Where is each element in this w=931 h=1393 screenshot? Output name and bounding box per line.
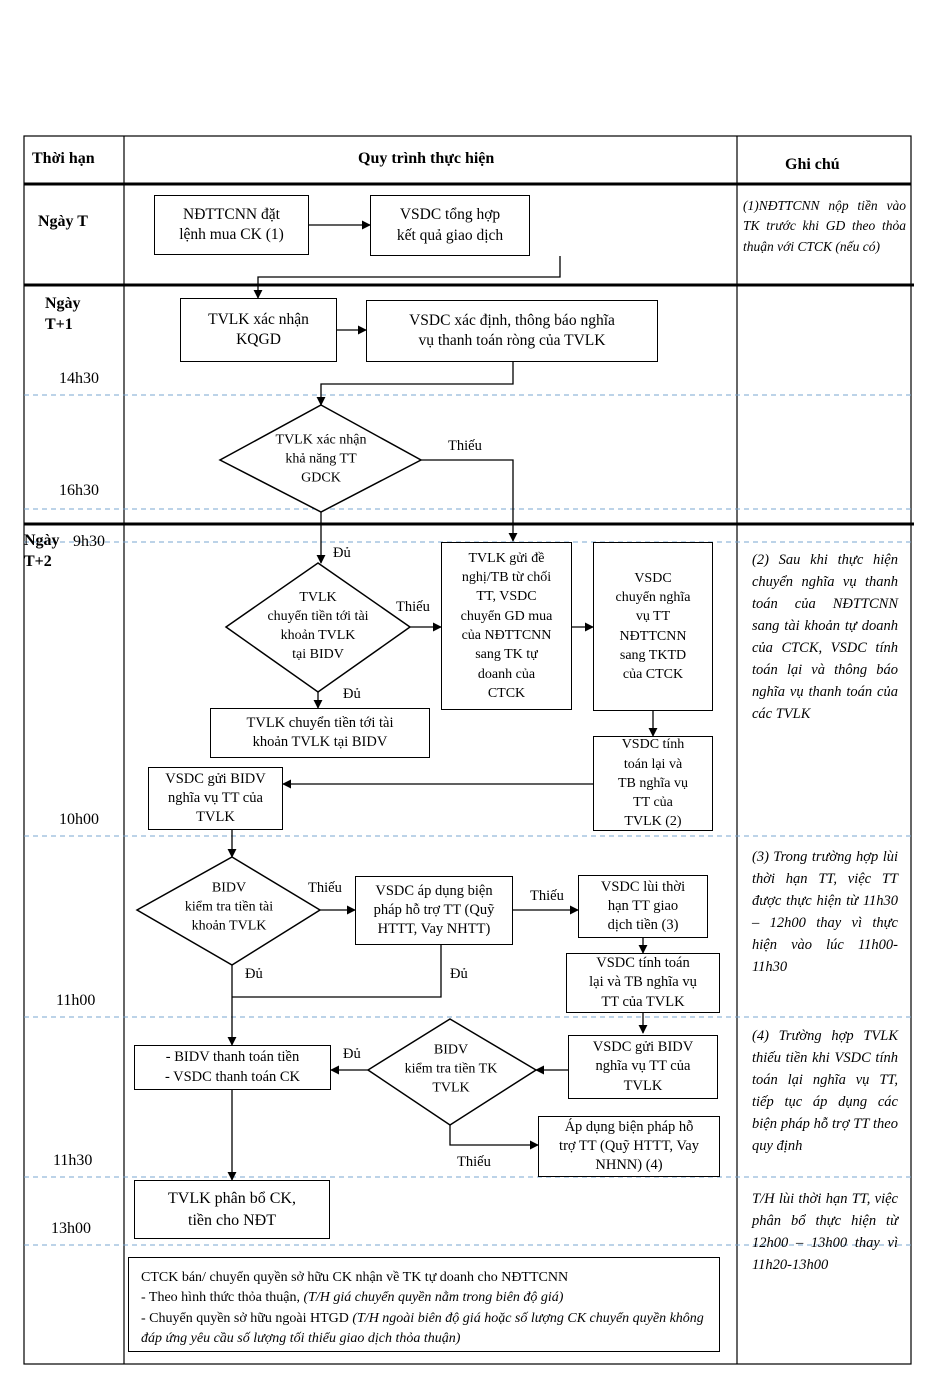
step-transfer-funds: TVLK chuyển tiền tới tài khoản TVLK tại … (210, 708, 430, 758)
decision-confirm-capacity: TVLK xác nhận khả năng TT GDCK (275, 432, 367, 486)
step-confirm-result: TVLK xác nhận KQGD (180, 298, 337, 362)
column-header-process: Quy trình thực hiện (358, 150, 495, 167)
note-1: (1)NĐTTCNN nộp tiền vào TK trước khi GD … (743, 198, 906, 254)
step-recalculate-2: VSDC tính toán lại và TB nghĩa vụ TT của… (566, 953, 720, 1013)
edge-label-enough: Đủ (333, 545, 351, 561)
footer-line-3-prefix: - Chuyển quyền sở hữu ngoài HTGD (141, 1310, 353, 1326)
note-3: (3) Trong trường hợp lùi thời hạn TT, vi… (752, 849, 898, 976)
connectors (227, 220, 658, 1181)
footer-note-box: CTCK bán/ chuyển quyền sở hữu CK nhận về… (128, 1257, 720, 1352)
time-1000: 10h00 (59, 811, 99, 828)
step-transfer-obligation: VSDC chuyển nghĩa vụ TT NĐTTCNN sang TKT… (593, 542, 713, 711)
edge-label-enough: Đủ (450, 966, 468, 982)
footer-line-1: CTCK bán/ chuyển quyền sở hữu CK nhận về… (141, 1270, 569, 1285)
note-5: T/H lùi thời hạn TT, việc phân bổ thực h… (752, 1191, 898, 1274)
footer-line-2-italic: (T/H giá chuyển quyền nằm trong biên độ … (303, 1290, 564, 1306)
column-header-time: Thời hạn (32, 150, 95, 167)
footer-line-2-prefix: - Theo hình thức thỏa thuận, (141, 1290, 304, 1306)
time-1630: 16h30 (59, 482, 99, 499)
step-postpone: VSDC lùi thời hạn TT giao dịch tiền (3) (578, 875, 708, 938)
edge-label-shortage: Thiếu (308, 880, 342, 896)
edge-label-enough: Đủ (343, 1046, 361, 1062)
note-2: (2) Sau khi thực hiện chuyển nghĩa vụ th… (752, 552, 898, 723)
time-1430: 14h30 (59, 370, 99, 387)
step-place-order: NĐTTCNN đặt lệnh mua CK (1) (154, 195, 309, 255)
table-frame (23, 135, 914, 1365)
step-net-obligation: VSDC xác định, thông báo nghĩa vụ thanh … (366, 300, 658, 362)
footer-line-3: - Chuyển quyền sở hữu ngoài HTGD (T/H ng… (141, 1309, 707, 1350)
column-header-notes: Ghi chú (785, 156, 840, 173)
day-t2: Ngày T+2 (24, 532, 60, 570)
day-t1: Ngày T+1 (45, 295, 81, 333)
step-recalculate-1: VSDC tính toán lại và TB nghĩa vụ TT của… (593, 736, 713, 831)
decision-transfer-funds: TVLK chuyển tiền tới tài khoản TVLK tại … (267, 590, 369, 662)
step-settle: - BIDV thanh toán tiền - VSDC thanh toán… (134, 1045, 331, 1090)
decision-diamonds (135, 404, 538, 1126)
time-0930: 9h30 (73, 533, 105, 550)
decision-bidv-check-2: BIDV kiểm tra tiền TK TVLK (404, 1042, 498, 1096)
time-1300: 13h00 (51, 1220, 91, 1237)
time-1130: 11h30 (53, 1152, 93, 1169)
step-send-bidv-1: VSDC gửi BIDV nghĩa vụ TT của TVLK (148, 767, 283, 830)
step-aggregate-results: VSDC tổng hợp kết quả giao dịch (370, 195, 530, 256)
footer-line-2: - Theo hình thức thỏa thuận, (T/H giá ch… (141, 1288, 707, 1308)
decision-bidv-check-1: BIDV kiểm tra tiền tài khoản TVLK (184, 880, 274, 934)
note-4: (4) Trường hợp TVLK thiếu tiền khi VSDC … (752, 1028, 898, 1155)
day-t: Ngày T (38, 213, 88, 230)
footer-line-3-italic: (T/H ngoài biên độ giá hoặc số lượng CK … (141, 1310, 704, 1346)
edge-label-shortage: Thiếu (448, 438, 482, 454)
edge-label-shortage: Thiếu (396, 599, 430, 615)
step-apply-support: Áp dụng biện pháp hỗ trợ TT (Quỹ HTTT, V… (538, 1116, 720, 1177)
step-allocate: TVLK phân bổ CK, tiền cho NĐT (134, 1180, 330, 1239)
edge-label-enough: Đủ (245, 966, 263, 982)
time-1100: 11h00 (56, 992, 96, 1009)
step-support-measures: VSDC áp dụng biện pháp hỗ trợ TT (Quỹ HT… (355, 876, 513, 945)
edge-label-shortage: Thiếu (530, 888, 564, 904)
step-send-bidv-2: VSDC gửi BIDV nghĩa vụ TT của TVLK (568, 1035, 718, 1099)
edge-label-enough: Đủ (343, 686, 361, 702)
step-refuse-request: TVLK gửi đề nghị/TB từ chối TT, VSDC chu… (441, 542, 572, 710)
edge-label-shortage: Thiếu (457, 1154, 491, 1170)
